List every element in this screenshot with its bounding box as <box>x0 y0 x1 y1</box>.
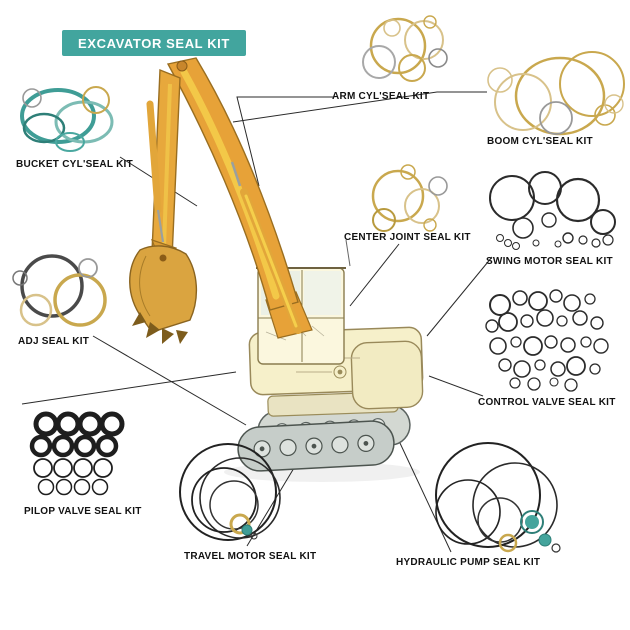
label-bucket-cyl-seal-kit: BUCKET CYL'SEAL KIT <box>16 159 133 170</box>
arm-cyl-seal-rings <box>362 15 448 82</box>
label-center-joint-seal-kit: CENTER JOINT SEAL KIT <box>344 232 471 243</box>
excavator-tracks <box>237 404 411 472</box>
label-control-valve-seal-kit: CONTROL VALVE SEAL KIT <box>478 397 616 408</box>
label-swing-motor-seal-kit: SWING MOTOR SEAL KIT <box>486 256 613 267</box>
page-title: EXCAVATOR SEAL KIT <box>78 35 230 51</box>
bucket-cyl-seal-rings <box>20 86 114 152</box>
label-hydraulic-pump-seal-kit: HYDRAULIC PUMP SEAL KIT <box>396 557 541 568</box>
center-joint-seal-rings <box>371 164 448 232</box>
hydraulic-pump-seal-rings <box>435 442 561 553</box>
control-valve-seal-rings <box>485 289 609 392</box>
excavator-boom-assembly <box>129 57 313 344</box>
excavator-illustration <box>129 57 424 482</box>
pilop-valve-seal-rings <box>29 411 125 496</box>
callout-lines <box>21 91 493 553</box>
label-boom-cyl-seal-kit: BOOM CYL'SEAL KIT <box>487 136 593 147</box>
boom-cyl-seal-rings <box>487 51 625 136</box>
title-banner: EXCAVATOR SEAL KIT <box>62 30 246 56</box>
travel-motor-seal-rings <box>179 443 281 541</box>
label-pilop-valve-seal-kit: PILOP VALVE SEAL KIT <box>24 506 142 517</box>
swing-motor-seal-rings <box>489 171 616 250</box>
label-travel-motor-seal-kit: TRAVEL MOTOR SEAL KIT <box>184 551 317 562</box>
adj-seal-rings <box>12 254 107 327</box>
label-arm-cyl-seal-kit: ARM CYL'SEAL KIT <box>332 91 430 102</box>
cab-antenna <box>345 239 351 267</box>
label-adj-seal-kit: ADJ SEAL KIT <box>18 336 90 347</box>
